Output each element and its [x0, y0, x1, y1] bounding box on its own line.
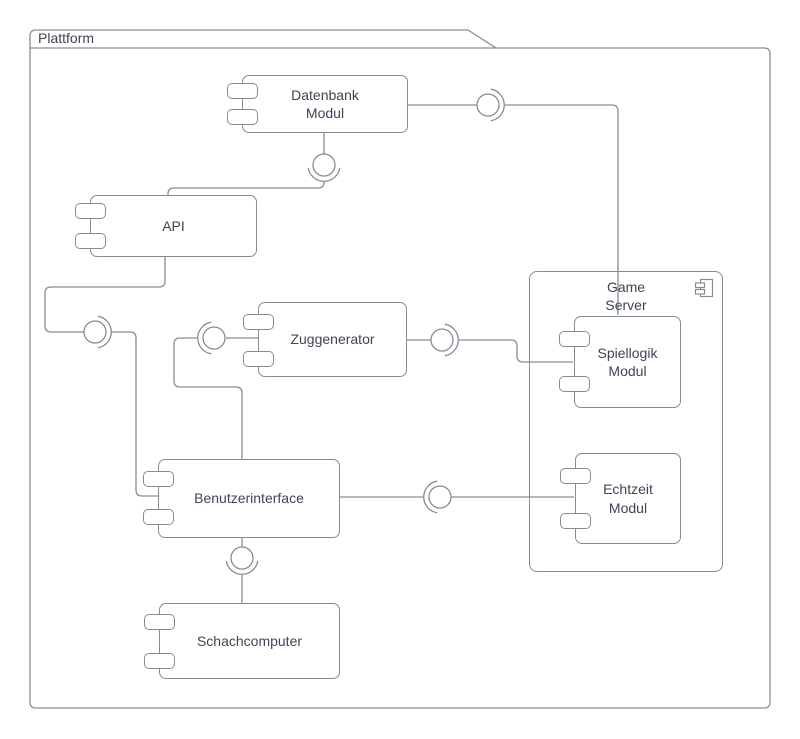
- connector-datenbank-api[interactable]: [167, 133, 341, 196]
- provided-interface-ball: [83, 320, 107, 344]
- component-benutzerinterface[interactable]: Benutzerinterface: [143, 459, 340, 538]
- required-interface-socket: [97, 315, 112, 349]
- component-tab-icon: [143, 509, 174, 525]
- provided-interface-ball: [430, 328, 454, 352]
- component-api[interactable]: API: [75, 195, 257, 257]
- component-tab-icon: [243, 314, 274, 330]
- subsystem-game-server[interactable]: Game Server Spiellogik Modul Echtzeit Mo…: [529, 271, 723, 572]
- connector-benutzerinterface-echtzeit[interactable]: [340, 480, 574, 514]
- provided-interface-ball: [476, 93, 500, 117]
- required-interface-socket: [197, 321, 212, 355]
- connector-zuggenerator-benutzerinterface[interactable]: [173, 321, 258, 459]
- required-interface-socket: [225, 560, 259, 575]
- component-spiellogik-modul[interactable]: Spiellogik Modul: [559, 316, 681, 408]
- component-label: Echtzeit Modul: [603, 481, 653, 516]
- provided-interface-ball: [312, 153, 336, 177]
- component-zuggenerator[interactable]: Zuggenerator: [243, 302, 407, 377]
- provided-interface-ball: [202, 326, 226, 350]
- component-tab-icon: [227, 83, 258, 99]
- component-tab-icon: [560, 513, 591, 529]
- required-interface-socket: [423, 480, 438, 514]
- uml-component-icon: [694, 278, 714, 298]
- component-tab-icon: [75, 233, 106, 249]
- connector-datenbank-spiellogik[interactable]: [408, 88, 619, 315]
- component-label: API: [162, 217, 185, 234]
- package-plattform-outline[interactable]: [29, 29, 771, 709]
- component-label: Datenbank Modul: [291, 86, 359, 121]
- component-tab-icon: [560, 468, 591, 484]
- package-border[interactable]: [29, 29, 771, 709]
- component-echtzeit-modul[interactable]: Echtzeit Modul: [560, 453, 681, 544]
- component-label: Schachcomputer: [196, 632, 303, 649]
- component-datenbank-modul[interactable]: Datenbank Modul: [227, 75, 408, 133]
- component-label: Zuggenerator: [290, 331, 375, 348]
- package-title: Plattform: [38, 30, 95, 46]
- component-tab-icon: [559, 331, 590, 347]
- connector-benutzerinterface-schachcomputer[interactable]: [225, 538, 259, 603]
- component-tab-icon: [227, 109, 258, 125]
- connector-zuggenerator-spiellogik[interactable]: [407, 323, 573, 363]
- required-interface-socket: [307, 167, 341, 182]
- provided-interface-ball: [230, 546, 254, 570]
- required-interface-socket: [444, 323, 459, 357]
- provided-interface-ball: [428, 485, 452, 509]
- component-schachcomputer[interactable]: Schachcomputer: [144, 603, 340, 679]
- component-tab-icon: [243, 351, 274, 367]
- component-tab-icon: [144, 614, 175, 630]
- connector-api-benutzerinterface[interactable]: [44, 257, 166, 497]
- component-tab-icon: [144, 653, 175, 669]
- subsystem-title: Game Server: [605, 279, 647, 314]
- component-tab-icon: [75, 203, 106, 219]
- component-tab-icon: [143, 471, 174, 487]
- required-interface-socket: [490, 88, 505, 122]
- component-label: Benutzerinterface: [194, 490, 304, 507]
- component-label: Spiellogik Modul: [597, 344, 658, 379]
- component-tab-icon: [559, 376, 590, 392]
